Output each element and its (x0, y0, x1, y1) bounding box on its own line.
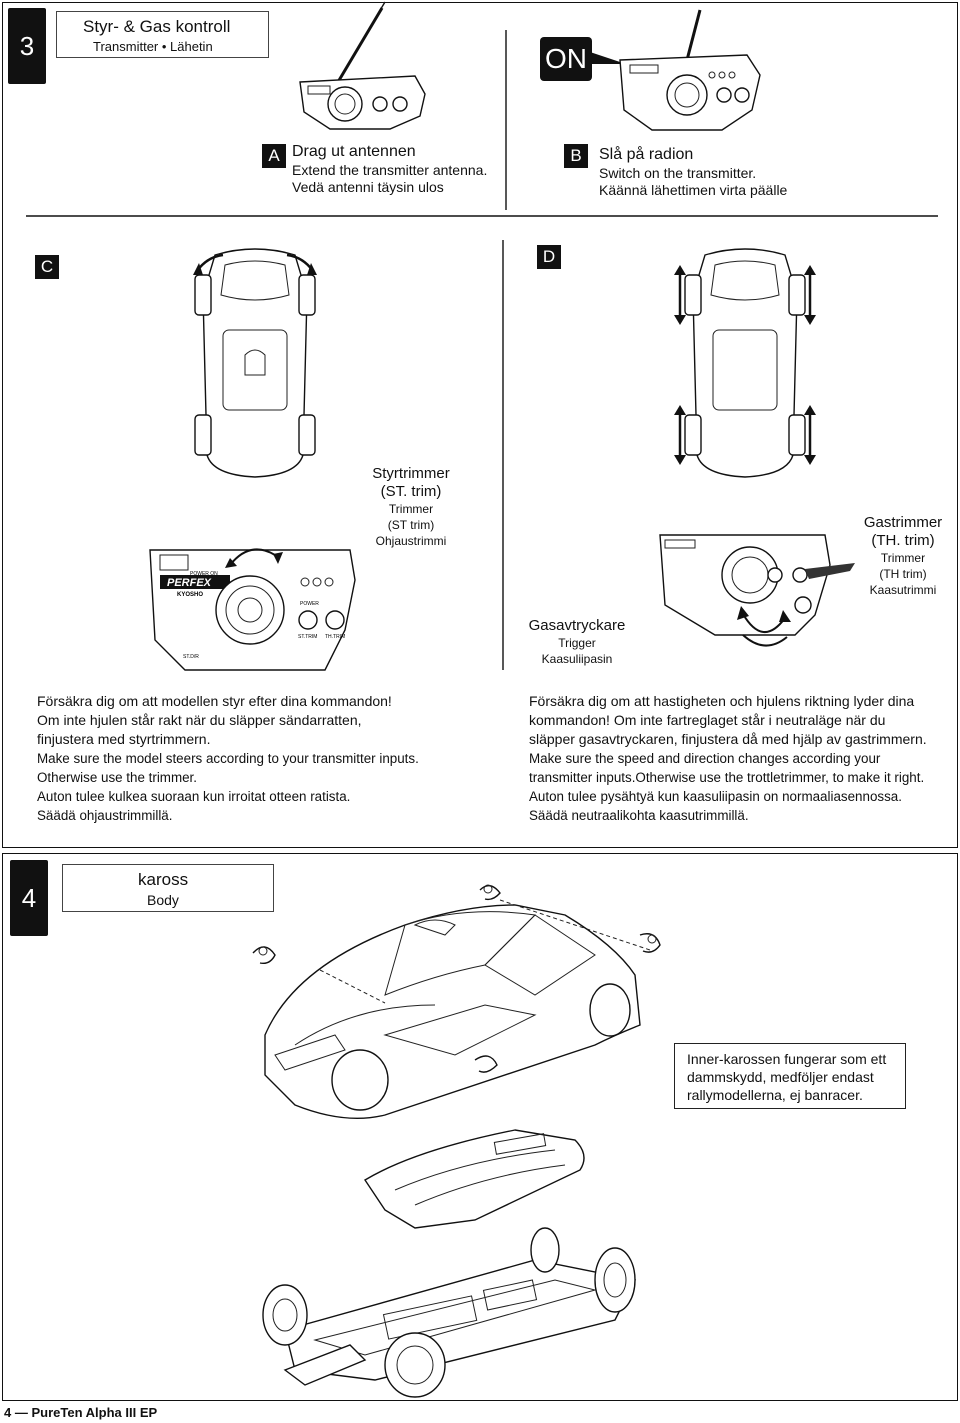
divider-vertical-AB (505, 30, 507, 210)
throttle-instructions: Försäkra dig om att hastigheten och hjul… (529, 692, 927, 825)
step4-subtitle: Body (147, 892, 179, 908)
B-line1: Slå på radion (599, 146, 694, 163)
right-line-1: Försäkra dig om att hastigheten och hjul… (529, 693, 915, 709)
trigger-line1: Gasavtryckare (528, 617, 626, 634)
car-body-illustration (252, 884, 661, 1119)
note-line-1: Inner-karossen fungerar som ett (687, 1051, 887, 1067)
step3-frame (2, 2, 958, 848)
st-dr-text: ST.D/R (183, 654, 199, 660)
step3-subtitle: Transmitter • Lähetin (93, 39, 213, 54)
letter-D: D (537, 245, 561, 269)
transmitter-throttle-trim-illustration (659, 534, 855, 647)
left-line-3: finjustera med styrtrimmern. (37, 731, 211, 747)
st-trim-line4: (ST trim) (387, 518, 435, 532)
th-trim-label: Gastrimmer (TH. trim) Trimmer (TH trim) … (858, 514, 948, 598)
note-line-3: rallymodellerna, ej banracer. (687, 1087, 863, 1103)
st-trim-label: Styrtrimmer (ST. trim) Trimmer (ST trim)… (370, 465, 452, 549)
th-trim-line1: Gastrimmer (863, 514, 943, 531)
inner-body-note: Inner-karossen fungerar som ett dammskyd… (674, 1043, 906, 1109)
trigger-line2: Trigger (558, 636, 596, 650)
right-line-4: Make sure the speed and direction change… (529, 751, 881, 766)
left-line-2: Om inte hjulen står rakt när du släpper … (37, 712, 362, 728)
left-line-4: Make sure the model steers according to … (37, 751, 419, 766)
st-trim-text: ST.TRIM (298, 634, 317, 640)
A-line1: Drag ut antennen (292, 143, 416, 160)
left-line-5: Otherwise use the trimmer. (37, 770, 197, 785)
trigger-line3: Kaasuliipasin (541, 652, 613, 666)
right-line-5: transmitter inputs.Otherwise use the tro… (529, 770, 925, 785)
divider-vertical-CD (502, 240, 504, 670)
th-trim-line3: Trimmer (880, 551, 926, 565)
transmitter-power-illustration (619, 9, 761, 131)
car-top-view-D (674, 248, 816, 478)
footer-dash: — (14, 1405, 28, 1420)
step3-title-box: Styr- & Gas kontroll Transmitter • Lähet… (56, 11, 269, 58)
left-line-7: Säädä ohjaustrimmillä. (37, 808, 173, 823)
brand-logo: KYOSHO (177, 592, 203, 598)
B-line2: Switch on the transmitter. (599, 165, 757, 181)
on-badge: ON (540, 37, 592, 81)
st-trim-line2: (ST. trim) (380, 483, 442, 500)
B-line3: Käännä lähettimen virta päälle (599, 182, 788, 198)
A-line3: Vedä antenni täysin ulos (292, 179, 444, 195)
chassis-illustration (262, 1227, 637, 1398)
step3-title: Styr- & Gas kontroll (83, 17, 231, 36)
on-pointer (590, 52, 626, 64)
transmitter-steering-trim-illustration: POWER ON PERFEX KYOSHO POWER ST.TRIM TH.… (149, 548, 356, 671)
trigger-label: Gasavtryckare Trigger Kaasuliipasin (522, 617, 632, 667)
th-trim-text: TH.TRIM (325, 634, 345, 640)
step4-title-box: kaross Body (62, 864, 274, 912)
A-line2: Extend the transmitter antenna. (292, 162, 488, 178)
step3-A: A Drag ut antennen Extend the transmitte… (262, 143, 487, 195)
th-trim-line2: (TH. trim) (871, 532, 935, 549)
inner-body-illustration (364, 1129, 585, 1229)
step4-frame (2, 853, 958, 1401)
letter-B: B (564, 144, 588, 168)
power-on-text: POWER ON (190, 571, 218, 577)
right-line-6: Auton tulee pysähtyä kun kaasuliipasin o… (529, 789, 902, 804)
left-line-1: Försäkra dig om att modellen styr efter … (37, 693, 392, 709)
step3-B: B Slå på radion Switch on the transmitte… (564, 144, 787, 198)
footer: 4 — PureTen Alpha III EP (4, 1405, 157, 1420)
trigger-arrow (737, 606, 791, 634)
st-trim-line5: Ohjaustrimmi (375, 534, 447, 548)
th-trim-line5: Kaasutrimmi (869, 583, 937, 597)
car-top-view-C (193, 248, 317, 478)
st-trim-line3: Trimmer (388, 502, 434, 516)
th-trim-line4: (TH trim) (879, 567, 927, 581)
right-line-2: kommandon! Om inte fartreglaget står i n… (529, 712, 886, 728)
steering-instructions: Försäkra dig om att modellen styr efter … (37, 692, 419, 825)
note-line-2: dammskydd, medföljer endast (687, 1069, 874, 1085)
model-logo: PERFEX (167, 577, 212, 589)
power-text: POWER (300, 601, 319, 607)
st-trim-line1: Styrtrimmer (372, 465, 450, 482)
step4-title: kaross (138, 870, 189, 889)
step3-number: 3 (8, 8, 46, 84)
left-line-6: Auton tulee kulkea suoraan kun irroitat … (37, 789, 351, 804)
letter-A: A (262, 144, 286, 168)
right-line-3: släpper gasavtryckaren, finjustera då me… (529, 731, 927, 747)
footer-product: PureTen Alpha III EP (31, 1405, 158, 1420)
divider-horizontal-top (26, 215, 938, 217)
step4-number: 4 (10, 860, 48, 936)
right-line-7: Säädä neutraalikohta kaasutrimmillä. (529, 808, 749, 823)
footer-page-number: 4 (4, 1405, 12, 1420)
letter-C: C (35, 255, 59, 279)
transmitter-antenna-illustration (299, 1, 426, 130)
